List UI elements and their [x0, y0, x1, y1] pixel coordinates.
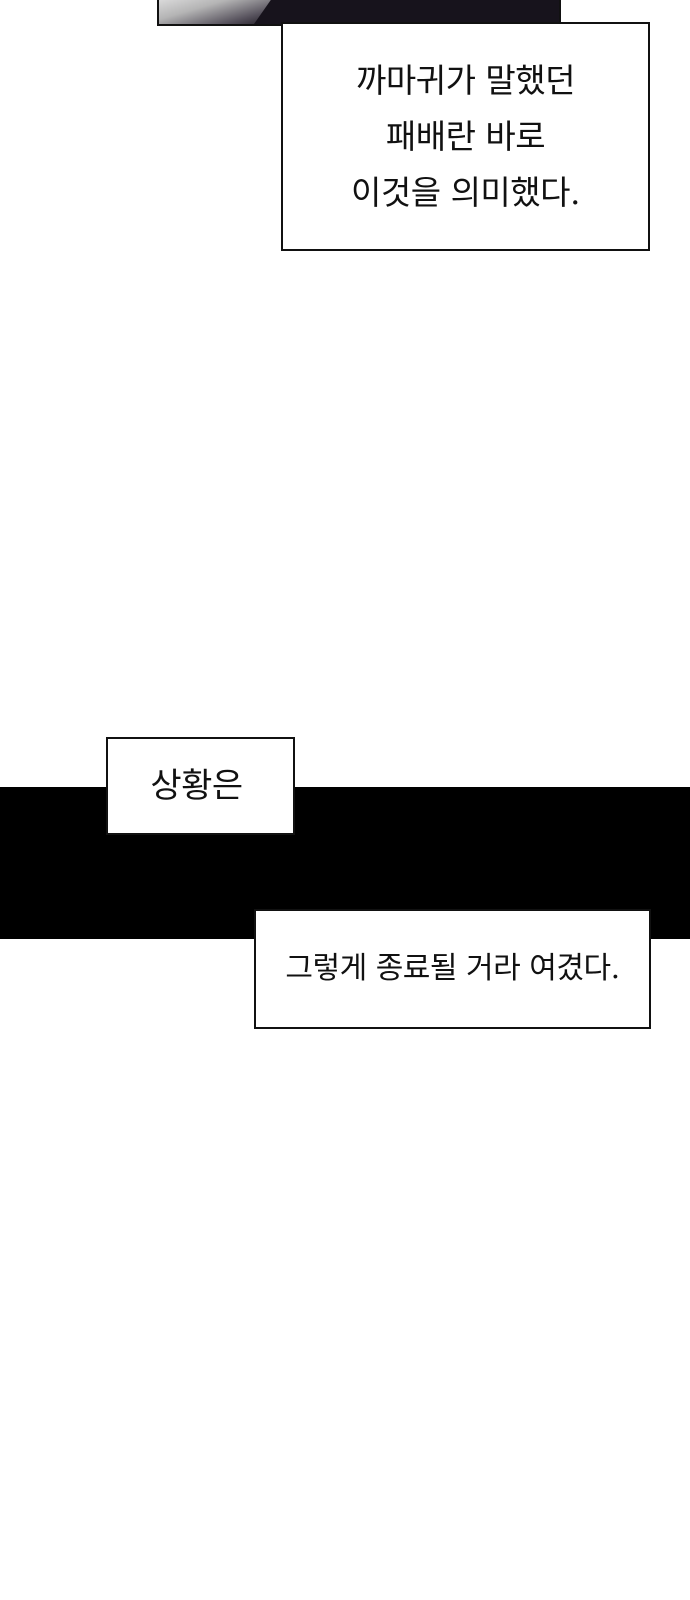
narration-line: 그렇게 종료될 거라 여겼다. [285, 951, 620, 986]
narration-box-1: 까마귀가 말했던 패배란 바로 이것을 의미했다. [281, 22, 650, 251]
narration-box-3: 그렇게 종료될 거라 여겼다. [254, 909, 651, 1029]
narration-line: 이것을 의미했다. [351, 172, 581, 212]
narration-line: 상황은 [150, 766, 243, 806]
narration-line: 까마귀가 말했던 [355, 60, 576, 100]
narration-box-2: 상황은 [106, 737, 295, 835]
panel-highlight [159, 0, 275, 24]
narration-line: 패배란 바로 [385, 116, 546, 156]
